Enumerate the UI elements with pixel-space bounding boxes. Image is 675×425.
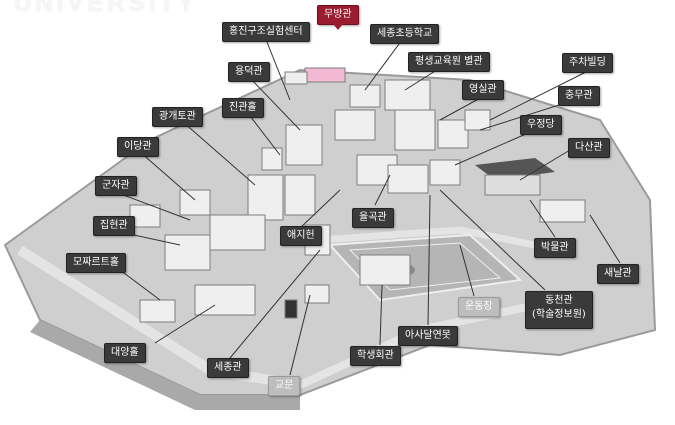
leader-line [289, 294, 311, 376]
label-gwanggaeto[interactable]: 광개토관 [152, 107, 203, 127]
label-asadal-pond[interactable]: 아사달연못 [398, 326, 458, 346]
label-yeongsil[interactable]: 영실관 [462, 80, 504, 100]
building [384, 79, 431, 111]
label-ujeongdang[interactable]: 우정당 [520, 115, 562, 135]
leader-line [489, 69, 591, 121]
label-gunja[interactable]: 군자관 [95, 176, 137, 196]
building [284, 71, 308, 85]
leader-line [229, 249, 321, 359]
label-aeji[interactable]: 애지헌 [280, 226, 322, 246]
leader-line [439, 189, 546, 291]
label-daeyang-hall[interactable]: 대양홀 [104, 343, 146, 363]
label-mubang[interactable]: 무방관 [317, 5, 359, 30]
label-saenal[interactable]: 새날관 [597, 264, 639, 284]
building [164, 234, 211, 271]
label-dongcheon[interactable]: 동천관 (학술정보원) [525, 291, 593, 329]
building [349, 84, 381, 108]
label-dasan[interactable]: 다산관 [568, 138, 610, 158]
building [387, 164, 429, 194]
label-main-gate[interactable]: 교문 [268, 376, 301, 396]
leader-line [529, 199, 556, 238]
label-sejong-elementary[interactable]: 세종초등학교 [370, 24, 440, 44]
building [139, 299, 176, 323]
label-sejonggwan[interactable]: 세종관 [207, 358, 249, 378]
label-dongcheon-sub: (학술정보원) [532, 309, 586, 320]
leader-line [374, 174, 391, 206]
label-mozart-hall[interactable]: 모짜르트홀 [66, 253, 126, 273]
leader-line [459, 244, 475, 297]
leader-line [299, 189, 341, 229]
building [284, 299, 298, 319]
label-hongjin[interactable]: 홍진구조실험센터 [222, 22, 310, 42]
label-dongcheon-name: 동천관 [545, 295, 573, 306]
building [261, 147, 283, 171]
campus-road [319, 226, 561, 254]
leader-line [249, 77, 301, 131]
building [334, 109, 376, 141]
leader-line [439, 95, 485, 121]
label-chungmu[interactable]: 충무관 [558, 86, 600, 106]
leader-line [427, 194, 431, 326]
building [359, 254, 411, 286]
leader-line [379, 284, 383, 346]
building [429, 159, 461, 186]
building [247, 174, 284, 221]
leader-line [364, 39, 403, 91]
building [304, 67, 346, 83]
leader-line [182, 121, 256, 186]
university-wordmark: UNIVERSITY [14, 0, 199, 17]
label-jiphyeon[interactable]: 집현관 [93, 216, 135, 236]
museum-building [484, 174, 541, 196]
building [394, 109, 436, 151]
leader-line [454, 129, 536, 166]
label-idang[interactable]: 이당관 [117, 137, 159, 157]
leader-line [246, 111, 281, 156]
leader-line [117, 192, 191, 221]
label-parking-building[interactable]: 주차빌딩 [562, 53, 613, 73]
building [284, 174, 316, 216]
leader-line [519, 146, 576, 181]
label-museum[interactable]: 박물관 [534, 238, 576, 258]
label-yongdeok[interactable]: 용덕관 [228, 62, 270, 82]
label-yulgok[interactable]: 율곡관 [352, 208, 394, 228]
label-jingwan-hall[interactable]: 진관홀 [222, 98, 264, 118]
campus-base-edge [30, 320, 300, 410]
building [179, 189, 211, 216]
building [539, 199, 586, 223]
building [194, 284, 256, 316]
building [437, 119, 469, 149]
building [285, 124, 323, 166]
label-student-union[interactable]: 학생회관 [350, 346, 401, 366]
leader-line [264, 36, 291, 101]
building [209, 214, 266, 251]
label-sports-field[interactable]: 운동장 [458, 297, 500, 317]
building [304, 284, 330, 304]
label-pyeongsaeng-annex[interactable]: 평생교육원 별관 [408, 52, 490, 72]
leader-line [154, 304, 216, 344]
leader-line [139, 151, 196, 201]
building [464, 109, 491, 131]
buildings [129, 67, 586, 323]
leader-line [119, 269, 161, 301]
leader-line [589, 214, 621, 264]
